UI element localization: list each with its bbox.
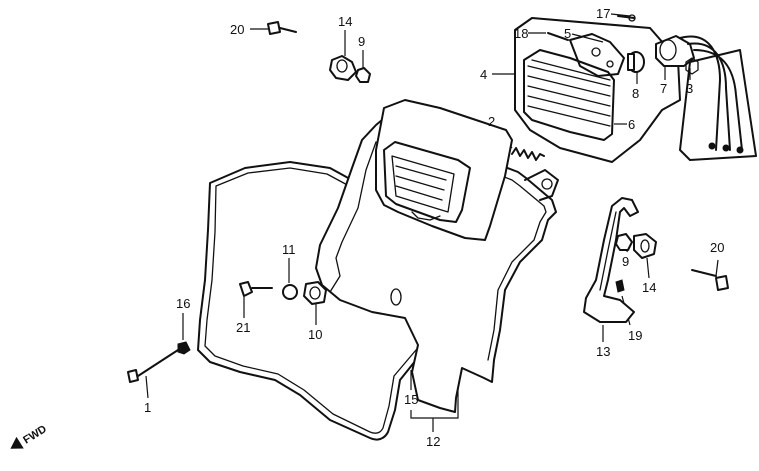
taillight-outline-box — [514, 17, 681, 163]
wire-box — [679, 49, 757, 161]
taillight-lens — [523, 49, 615, 141]
bolt-20-right — [715, 275, 729, 291]
callout-14-right: 14 — [642, 280, 656, 295]
collar-9-right — [615, 233, 633, 251]
washer-11 — [282, 284, 298, 300]
license-light-lens-frame — [383, 141, 471, 223]
stay-bracket-13 — [583, 197, 639, 323]
callout-9-top: 9 — [358, 34, 365, 49]
bolt-21 — [239, 281, 253, 297]
long-bolt-hardware — [127, 341, 191, 383]
right-stay-hardware — [583, 197, 729, 323]
callout-6: 6 — [628, 117, 635, 132]
callout-16: 16 — [176, 296, 190, 311]
callout-18: 18 — [514, 26, 528, 41]
spring — [511, 147, 545, 161]
callout-3: 3 — [686, 81, 693, 96]
bracket-ear — [524, 169, 559, 201]
callout-20-top: 20 — [230, 22, 244, 37]
mid-mount-hardware — [239, 281, 327, 305]
callout-13: 13 — [596, 344, 610, 359]
nut-16 — [177, 341, 191, 355]
callout-21: 21 — [236, 320, 250, 335]
taillight-base-plate — [569, 33, 625, 77]
grommet-10 — [303, 281, 327, 305]
collar-9-top — [355, 67, 371, 83]
callout-5: 5 — [564, 26, 571, 41]
callout-19: 19 — [628, 328, 642, 343]
callout-14-top: 14 — [338, 14, 352, 29]
grommet — [685, 57, 699, 75]
bolt-19 — [615, 279, 625, 293]
callout-20-right: 20 — [710, 240, 724, 255]
taillight-assembly — [514, 14, 757, 163]
license-light-lens — [391, 155, 455, 213]
callout-7: 7 — [660, 81, 667, 96]
callout-10: 10 — [308, 327, 322, 342]
rubber-grommet-14-top — [329, 55, 357, 81]
callout-8: 8 — [632, 86, 639, 101]
callout-labels: 20 14 9 17 18 5 4 8 7 3 6 2 11 16 21 10 … — [144, 6, 724, 449]
bracket-mount-hole — [390, 288, 402, 306]
callout-2: 2 — [488, 114, 495, 129]
callout-15: 15 — [404, 392, 418, 407]
fwd-arrow — [10, 436, 24, 449]
callout-4: 4 — [480, 67, 487, 82]
callout-12: 12 — [426, 434, 440, 449]
callout-17: 17 — [596, 6, 610, 21]
callout-11: 11 — [282, 242, 296, 257]
bolt-20-top — [267, 21, 281, 35]
top-mount-hardware — [267, 21, 371, 83]
callout-1: 1 — [144, 400, 151, 415]
bolt-1 — [127, 369, 139, 383]
fwd-label: FWD — [21, 423, 49, 446]
taillight-wires — [679, 35, 743, 151]
grommet-14-right — [633, 233, 657, 259]
bracket-inner-edge — [329, 129, 547, 361]
callout-9-right: 9 — [622, 254, 629, 269]
